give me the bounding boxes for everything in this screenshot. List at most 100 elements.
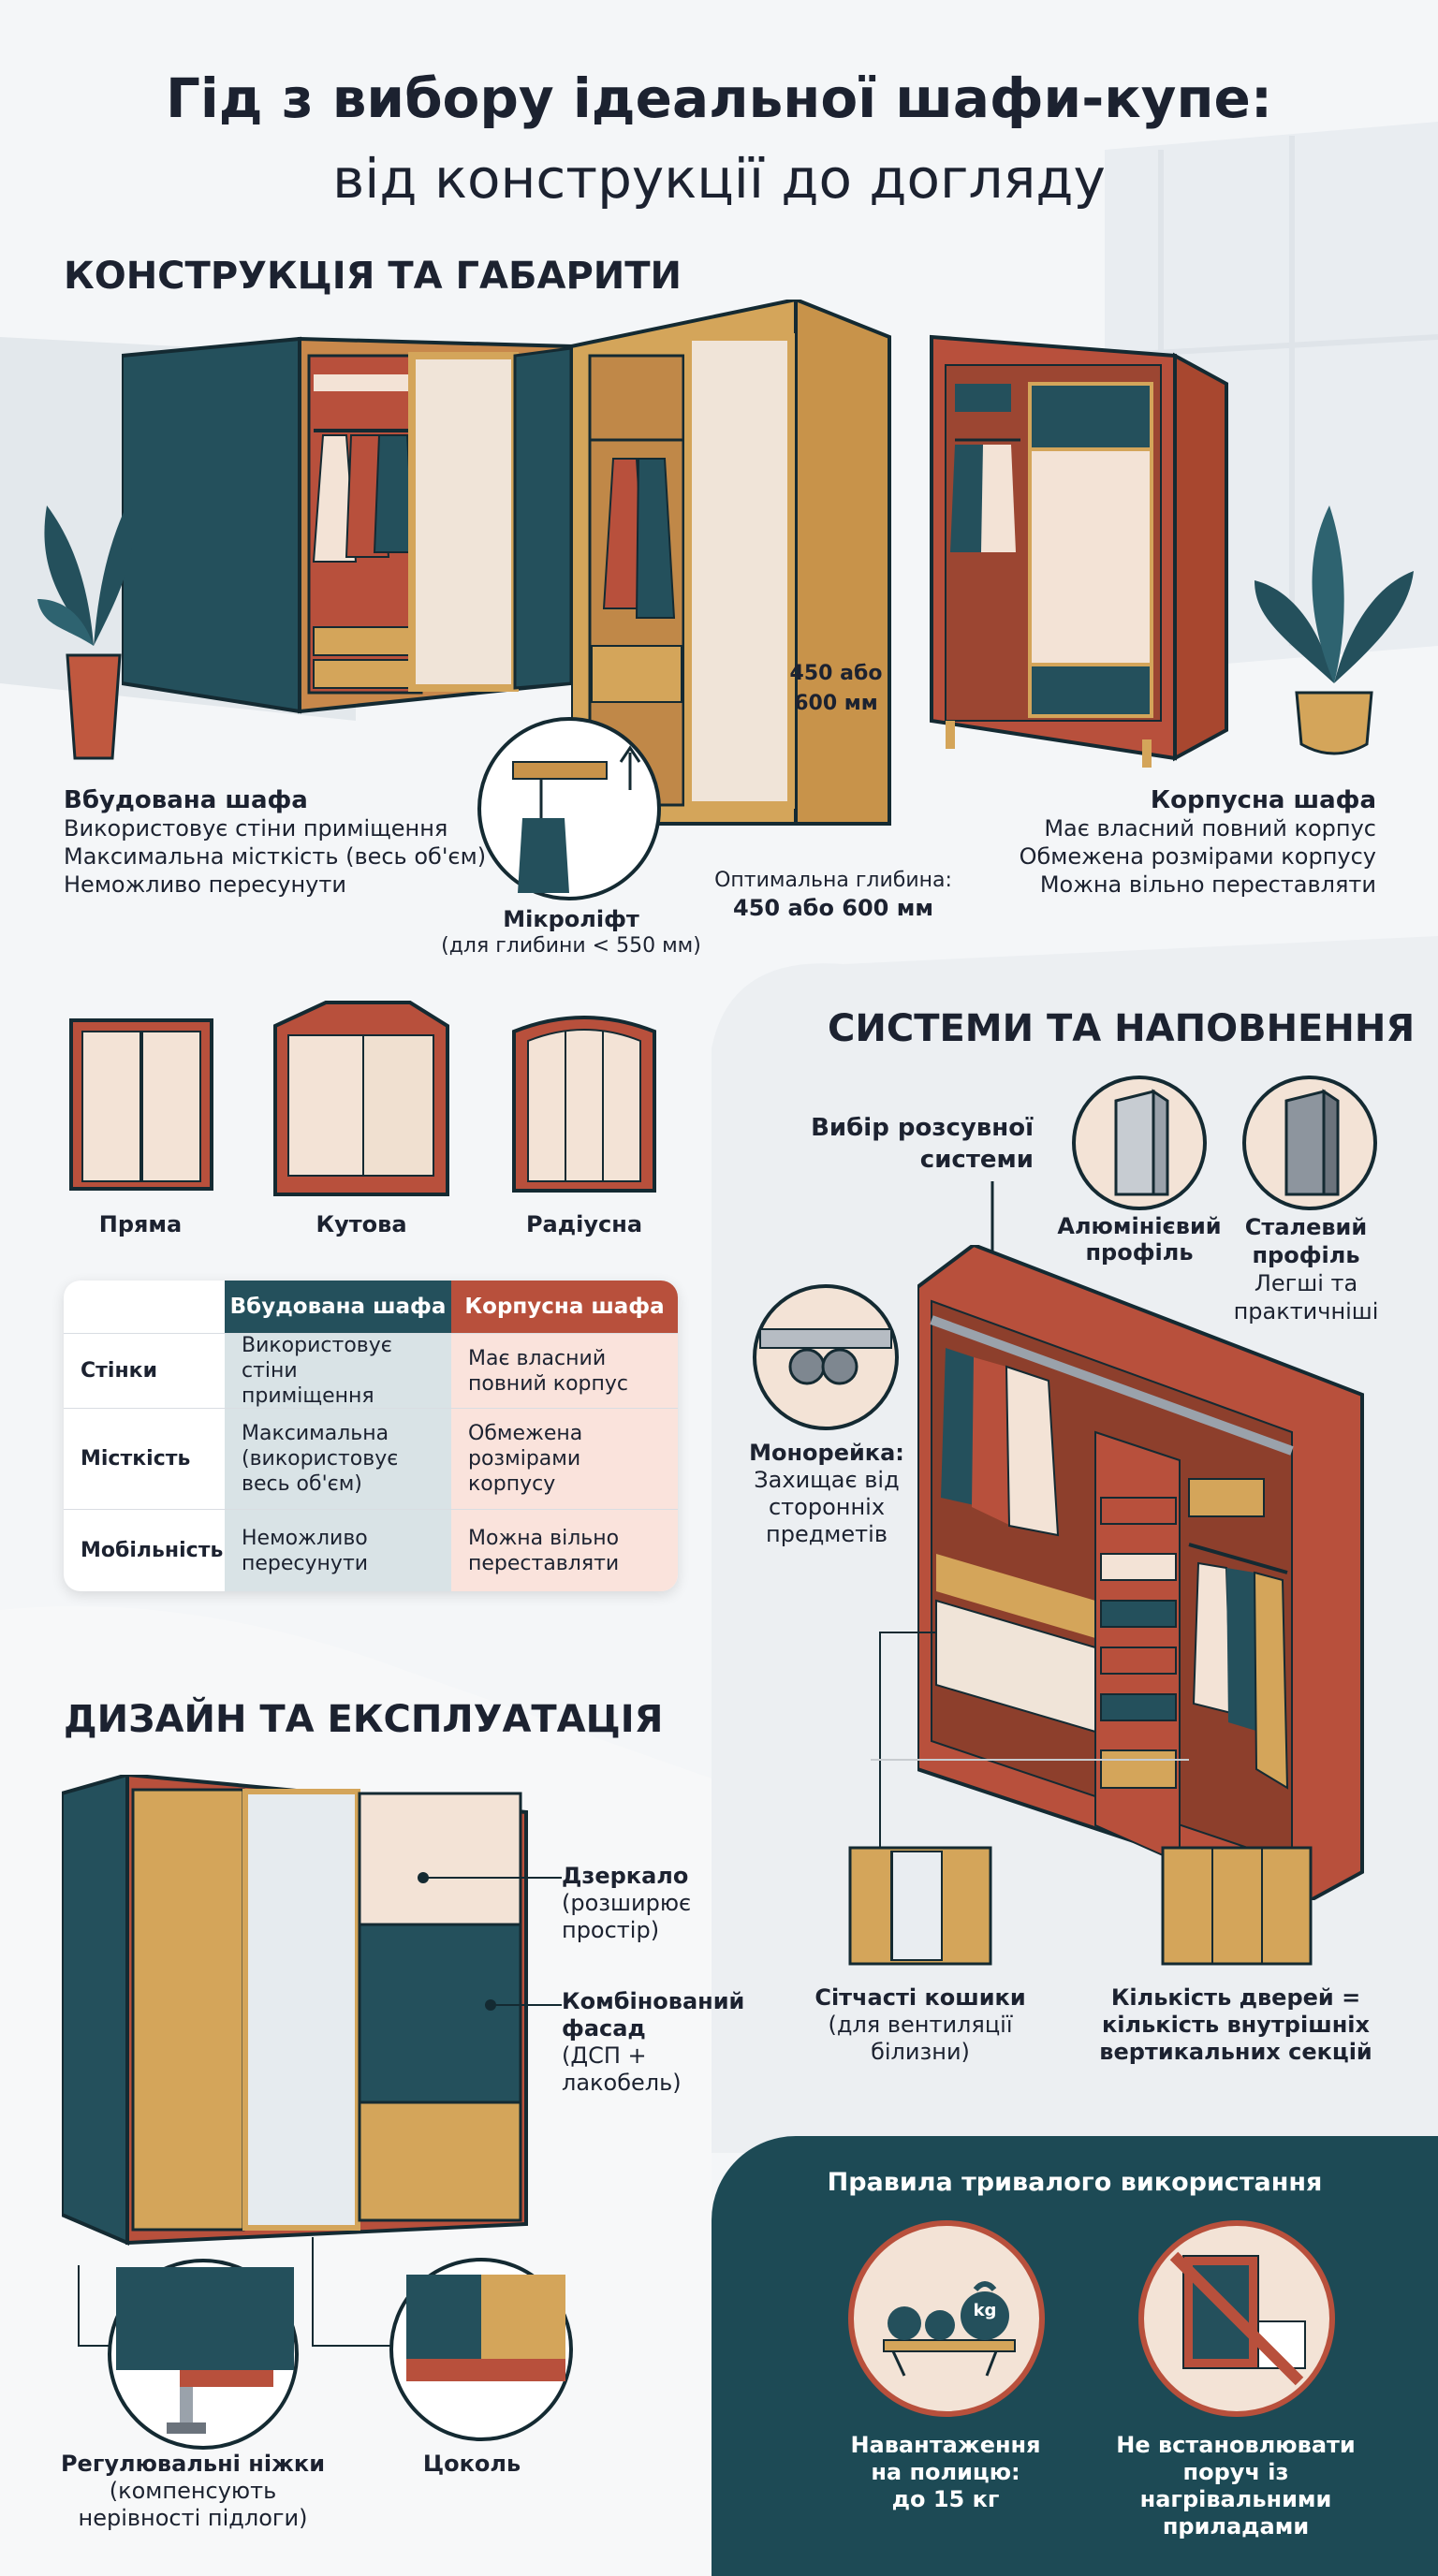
rules-title: Правила тривалого використання xyxy=(827,2168,1323,2197)
builtin-info: Вбудована шафа Використовує стіни приміщ… xyxy=(64,786,486,899)
sliding-system-label: Вибір розсувної системи xyxy=(811,1114,1034,1174)
table-header-cabinet: Корпусна шафа xyxy=(451,1281,678,1333)
section-construction-heading: КОНСТРУКЦІЯ ТА ГАБАРИТИ xyxy=(64,255,682,298)
heat-line-3: приладами xyxy=(1162,2513,1310,2539)
monorail-line-3: предметів xyxy=(766,1521,888,1547)
load-line-2: на полицю: xyxy=(871,2459,1020,2485)
mirror-title: Дзеркало xyxy=(562,1863,689,1889)
steel-profile-icon xyxy=(1242,1076,1377,1210)
baskets-label: Сітчасті кошики (для вентиляції білизни) xyxy=(803,1984,1037,2066)
plant-icon xyxy=(37,496,134,760)
aluminium-profile-icon xyxy=(1072,1076,1207,1210)
corner-wardrobe-icon xyxy=(273,1001,449,1196)
doors-line-3: вертикальних секцій xyxy=(1099,2039,1372,2065)
aluminium-line-1: Алюмінієвий xyxy=(1057,1213,1222,1239)
combined-facade-wardrobe-illustration xyxy=(62,1775,528,2247)
table-col-cabinet-bg xyxy=(451,1333,678,1591)
builtin-line-2: Максимальна місткість (весь об'єм) xyxy=(64,843,487,870)
open-wardrobe-illustration xyxy=(917,1245,1364,1900)
shelf-load-label: Навантаження на полицю: до 15 кг xyxy=(824,2432,1067,2513)
cabinet-info: Корпусна шафа Має власний повний корпус … xyxy=(936,786,1376,899)
aluminium-label: Алюмінієвий профіль xyxy=(1041,1213,1238,1266)
aluminium-line-2: профіль xyxy=(1085,1239,1194,1266)
row-label: Стінки xyxy=(81,1359,157,1383)
kg-label: kg xyxy=(973,2301,997,2320)
pointer-lines xyxy=(78,2237,393,2347)
legs-line-1: (компенсують xyxy=(109,2478,277,2504)
cabinet-line-3: Можна вільно переставляти xyxy=(1039,871,1376,898)
steel-note-line-1: Легші та xyxy=(1254,1270,1358,1296)
doors-wardrobe-icon xyxy=(1161,1846,1313,1966)
mirror-label: Дзеркало (розширює простір) xyxy=(562,1863,749,1944)
microlift-label: Мікроліфт (для глибини < 550 мм) xyxy=(403,906,740,960)
doors-line-2: кількість внутрішніх xyxy=(1102,2012,1370,2038)
row-cabinet: Обмежена розмірами корпусу xyxy=(468,1422,583,1496)
depth-caption: Оптимальна глибина: xyxy=(714,869,952,892)
page-title: Гід з вибору ідеальної шафи-купе: від ко… xyxy=(0,58,1438,219)
combo-title-line-1: Комбінований xyxy=(562,1988,745,2014)
no-heater-label: Не встановлювати поруч із нагрівальними … xyxy=(1086,2432,1386,2540)
baskets-wardrobe-icon xyxy=(848,1846,992,1966)
legs-title: Регулювальні ніжки xyxy=(60,2451,326,2477)
load-line-3: до 15 кг xyxy=(891,2486,1000,2512)
row-builtin: Використовує стіни приміщення xyxy=(242,1334,392,1408)
heat-line-2: поруч із нагрівальними xyxy=(1139,2459,1332,2512)
monorail-icon xyxy=(753,1284,899,1430)
plinth-icon xyxy=(389,2258,573,2441)
adjustable-feet-icon xyxy=(108,2259,299,2450)
table-row: Місткість Максимальна (використовує весь… xyxy=(64,1408,678,1509)
table-row: Мобільність Неможливо пересунути Можна в… xyxy=(64,1509,678,1591)
doors-line-1: Кількість дверей = xyxy=(1110,1984,1361,2011)
wardrobe-depth-illustration xyxy=(571,300,891,826)
pointer-lines xyxy=(871,1632,1189,1853)
baskets-line-2: білизни) xyxy=(871,2039,970,2065)
combo-line-1: (ДСП + xyxy=(562,2042,647,2069)
section-systems-heading: СИСТЕМИ ТА НАПОВНЕННЯ xyxy=(828,1007,1416,1050)
steel-line-1: Сталевий xyxy=(1244,1214,1368,1240)
comparison-table: Вбудована шафа Корпусна шафа Стінки Вико… xyxy=(64,1281,678,1591)
microlift-sub: (для глибини < 550 мм) xyxy=(441,934,701,958)
shelf-load-icon xyxy=(848,2220,1045,2417)
mirror-line-2: простір) xyxy=(562,1917,660,1943)
title-line-2: від конструкції до догляду xyxy=(332,147,1106,211)
legs-line-2: нерівності підлоги) xyxy=(78,2505,308,2531)
steel-label: Сталевий профіль Легші та практичніші xyxy=(1208,1213,1404,1325)
builtin-line-3: Неможливо пересунути xyxy=(64,871,346,898)
pointer-lines xyxy=(418,1872,562,2011)
doors-label: Кількість дверей = кількість внутрішніх … xyxy=(1077,1984,1395,2066)
row-cabinet: Можна вільно переставляти xyxy=(468,1526,620,1575)
adjustable-feet-label: Регулювальні ніжки (компенсують нерівнос… xyxy=(52,2451,333,2532)
cabinet-wardrobe-illustration xyxy=(930,334,1228,768)
straight-wardrobe-icon xyxy=(69,1018,213,1191)
shape-corner: Кутова xyxy=(315,1211,407,1237)
depth-value: 450 або 600 мм xyxy=(733,895,933,921)
combo-title-line-2: фасад xyxy=(562,2015,646,2042)
title-line-1: Гід з вибору ідеальної шафи-купе: xyxy=(165,66,1273,130)
microlift-title: Мікроліфт xyxy=(503,906,639,932)
plinth-label: Цоколь xyxy=(422,2451,521,2477)
table-header-builtin: Вбудована шафа xyxy=(225,1281,451,1333)
combined-facade-label: Комбінований фасад (ДСП + лакобель) xyxy=(562,1988,749,2097)
steel-line-2: профіль xyxy=(1252,1242,1360,1268)
steel-note-line-2: практичніші xyxy=(1233,1298,1379,1325)
builtin-title: Вбудована шафа xyxy=(64,786,308,814)
row-label: Мобільність xyxy=(81,1539,224,1562)
radius-wardrobe-icon xyxy=(512,1016,656,1193)
monorail-line-1: Захищає від xyxy=(754,1467,900,1493)
monorail-line-2: сторонніх xyxy=(768,1494,886,1520)
row-cabinet: Має власний повний корпус xyxy=(468,1346,628,1396)
plant-icon xyxy=(1255,505,1414,755)
combo-line-2: лакобель) xyxy=(562,2070,682,2096)
microlift-icon xyxy=(477,717,661,900)
row-builtin: Максимальна (використовує весь об'єм) xyxy=(242,1422,399,1496)
builtin-wardrobe-illustration xyxy=(122,336,573,714)
baskets-title: Сітчасті кошики xyxy=(814,1984,1026,2011)
cabinet-title: Корпусна шафа xyxy=(1150,786,1376,814)
builtin-line-1: Використовує стіни приміщення xyxy=(64,815,448,842)
monorail-label: Монорейка: Захищає від сторонніх предмет… xyxy=(726,1440,927,1548)
row-builtin: Неможливо пересунути xyxy=(242,1526,369,1575)
load-line-1: Навантаження xyxy=(850,2432,1041,2458)
row-label: Місткість xyxy=(81,1447,191,1471)
table-col-builtin-bg xyxy=(225,1333,451,1591)
heat-line-1: Не встановлювати xyxy=(1116,2432,1356,2458)
